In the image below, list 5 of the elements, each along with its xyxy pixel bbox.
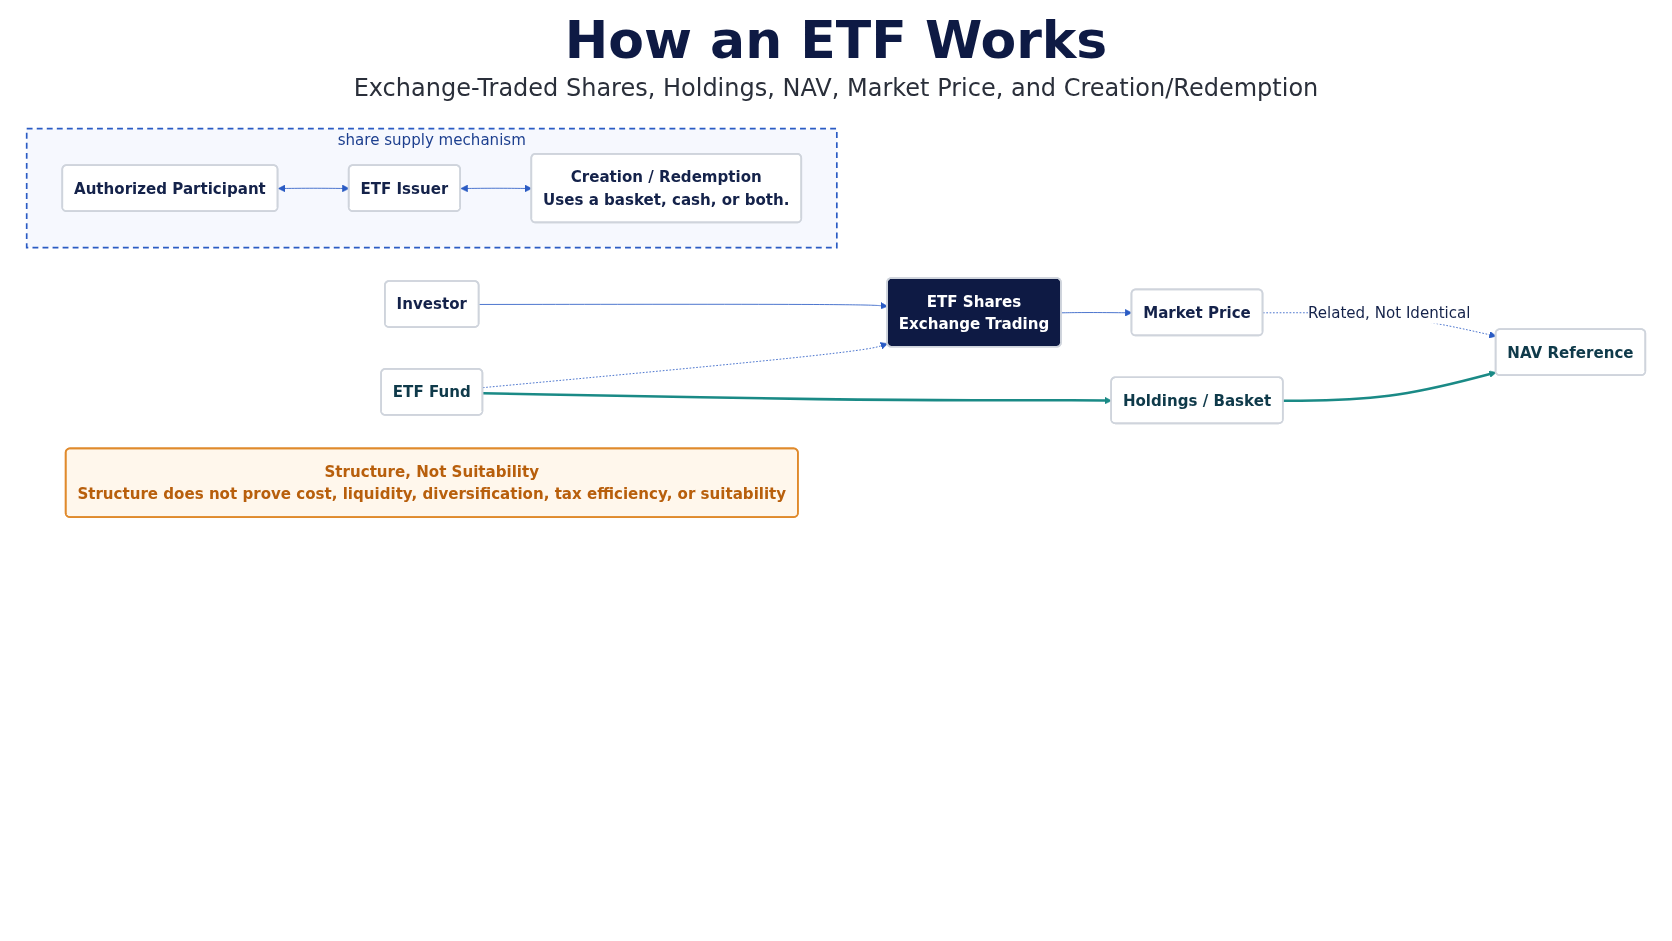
subtitle: Exchange-Traded Shares, Holdings, NAV, Market Price, and Creation/Redemption [353,74,1319,102]
arrow [1283,370,1497,402]
title: How an ETF Works [564,10,1108,70]
arrow [482,392,1112,405]
edge-label: Related, Not Identical [1307,303,1471,322]
